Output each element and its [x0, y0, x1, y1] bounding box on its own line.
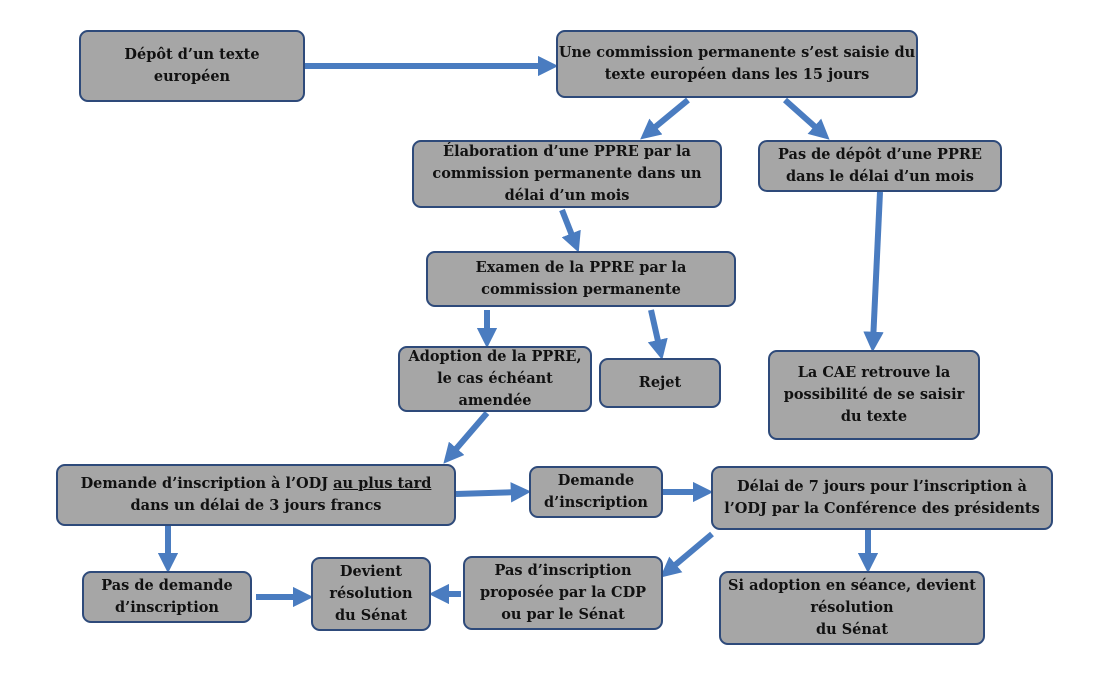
- node-line: Délai de 7 jours pour l’inscription à: [737, 478, 1027, 495]
- node-line: Pas d’inscription: [494, 562, 632, 579]
- node-line: commission permanente: [481, 281, 681, 298]
- node-line: commission permanente dans un: [432, 165, 702, 182]
- node-line: le cas échéant: [437, 370, 553, 387]
- node-devient-resolution: Devient résolution du Sénat: [311, 557, 431, 631]
- node-line: d’inscription: [544, 494, 648, 511]
- node-line: résolution: [329, 585, 413, 602]
- arrow-demande-odj-to-demande-inscr: [455, 482, 532, 503]
- node-si-adoption-seance: Si adoption en séance, devient résolutio…: [719, 571, 985, 645]
- arrow-pas-depot-to-cae: [863, 191, 884, 353]
- arrow-saisie-to-pas-depot: [783, 97, 830, 140]
- node-pas-demande-inscription: Pas de demande d’inscription: [82, 571, 252, 623]
- node-line: Rejet: [638, 374, 682, 391]
- node-line: dans le délai d’un mois: [786, 168, 974, 185]
- node-line: du texte: [840, 408, 908, 425]
- node-line: d’inscription: [115, 599, 219, 616]
- node-line: Demande: [557, 472, 635, 489]
- node-line: du Sénat: [815, 621, 889, 638]
- node-demande-inscription-odj: Demande d’inscription à l’ODJ au plus ta…: [56, 464, 456, 526]
- node-demande-inscription: Demande d’inscription: [529, 466, 663, 518]
- node-depot-texte-europeen: Dépôt d’un texte européen: [79, 30, 305, 102]
- node-line: Examen de la PPRE par la: [475, 259, 687, 276]
- node-line: du Sénat: [334, 607, 408, 624]
- underlined-deadline: au plus tard: [333, 475, 432, 492]
- node-delai-7-jours: Délai de 7 jours pour l’inscription à l’…: [711, 466, 1053, 530]
- arrow-adoption-to-demande-odj: [443, 411, 490, 464]
- node-line: proposée par la CDP: [479, 584, 647, 601]
- arrow-examen-to-rejet: [647, 309, 668, 360]
- node-rejet: Rejet: [599, 358, 721, 408]
- node-line: amendée: [458, 392, 532, 409]
- node-line: La CAE retrouve la: [797, 364, 951, 381]
- node-line: délai d’un mois: [504, 187, 630, 204]
- node-line: dans un délai de 3 jours francs: [130, 497, 382, 514]
- node-line: Pas de demande: [101, 577, 233, 594]
- node-line: résolution: [810, 599, 894, 616]
- node-line: Élaboration d’une PPRE par la: [443, 143, 691, 160]
- node-line: Adoption de la PPRE,: [408, 348, 582, 365]
- node-pas-inscription-cdp: Pas d’inscription proposée par la CDP ou…: [463, 556, 663, 630]
- arrow-elaboration-to-examen: [559, 208, 581, 253]
- node-line: ou par le Sénat: [501, 606, 625, 623]
- arrow-saisie-to-elaboration: [640, 97, 690, 140]
- node-line-text: Demande d’inscription à l’ODJ: [80, 475, 334, 492]
- node-line: Dépôt d’un texte: [124, 46, 260, 63]
- node-line: Si adoption en séance, devient: [728, 577, 976, 594]
- node-commission-saisie: Une commission permanente s’est saisie d…: [556, 30, 918, 98]
- node-pas-depot-ppre: Pas de dépôt d’une PPRE dans le délai d’…: [758, 140, 1002, 192]
- node-adoption-ppre: Adoption de la PPRE, le cas échéant amen…: [398, 346, 592, 412]
- node-examen-ppre: Examen de la PPRE par la commission perm…: [426, 251, 736, 307]
- node-cae-retrouve: La CAE retrouve la possibilité de se sai…: [768, 350, 980, 440]
- node-line: européen: [153, 68, 231, 85]
- arrow-delai7-to-pas-inscription: [660, 531, 714, 578]
- node-line: texte européen dans les 15 jours: [604, 66, 870, 83]
- node-line: Devient: [339, 563, 403, 580]
- node-elaboration-ppre: Élaboration d’une PPRE par la commission…: [412, 140, 722, 208]
- node-line: Pas de dépôt d’une PPRE: [778, 146, 982, 163]
- node-line: l’ODJ par la Conférence des présidents: [724, 500, 1040, 517]
- node-line: Une commission permanente s’est saisie d…: [558, 44, 916, 61]
- node-line: Demande d’inscription à l’ODJ au plus ta…: [81, 473, 432, 495]
- node-line: possibilité de se saisir: [783, 386, 965, 403]
